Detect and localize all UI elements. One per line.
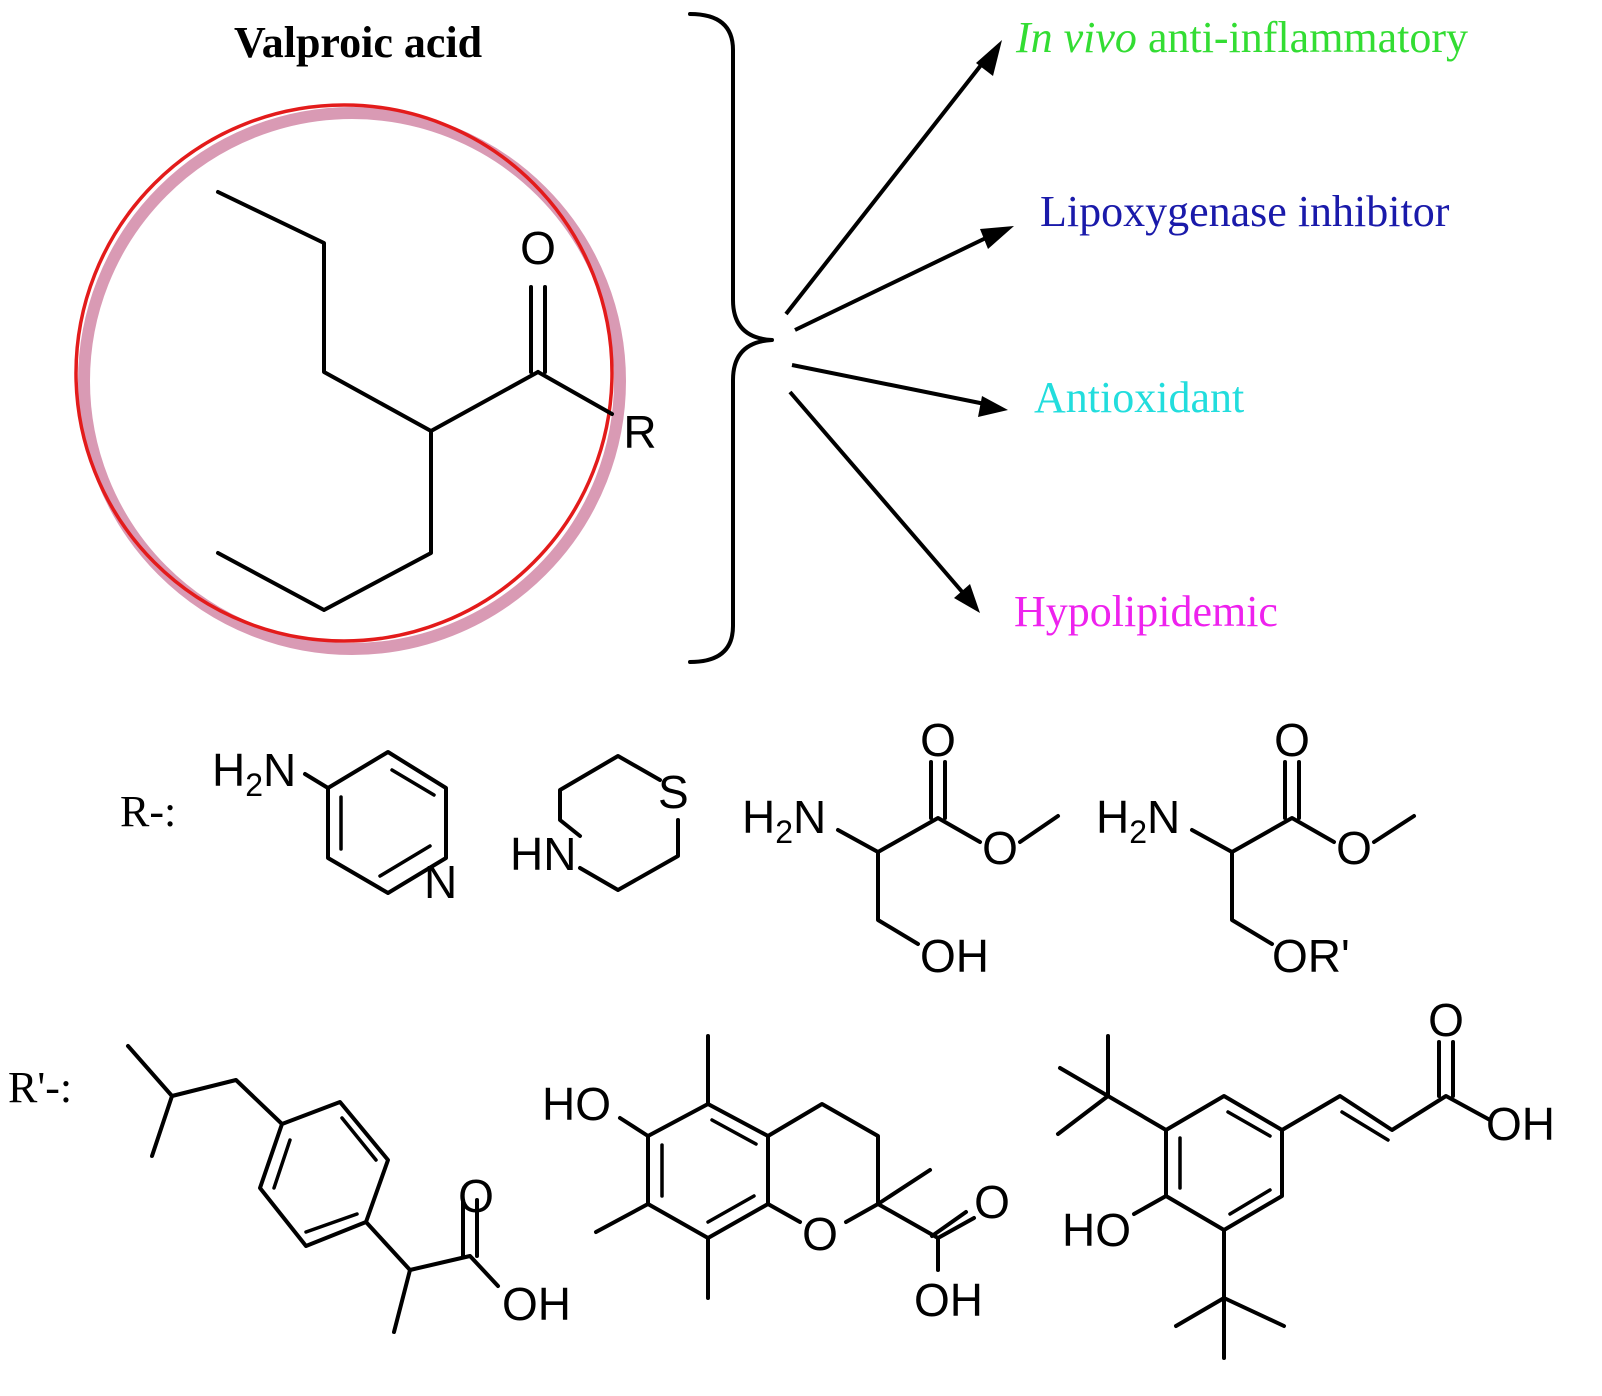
nitrogen-letter: N [263,744,296,796]
core-oxygen-label: O [520,222,556,274]
arrowhead-antioxidant [978,396,1008,417]
serine-h2n-label: H2N [742,791,826,850]
subscript-digit: 2 [245,767,263,803]
ibuprofen-oh-label: OH [502,1278,571,1330]
aminopyridine-amine-text: H [212,744,245,796]
arrowhead-anti-inflammatory [976,40,1002,76]
serine-ester-structure [836,760,1060,946]
serine2-carbonyl-o-label: O [1274,714,1310,766]
aminopyridine-h2n-label: H2N [212,744,296,803]
label-anti-inflammatory: In vivo anti-inflammatory [1015,13,1468,62]
thiomorpholine-s-label: S [658,766,689,818]
r-prime-groups-label: R'-: [8,1063,72,1112]
ibuprofen-carbonyl-o-label: O [458,1170,494,1222]
serine-oh-label: OH [920,930,989,982]
r-groups-label: R-: [120,787,176,836]
anti-inflammatory-text: anti-inflammatory [1137,13,1468,62]
serine-carbonyl-o-label: O [920,714,956,766]
subscript-digit: 2 [1129,814,1147,850]
thiomorpholine-structure [558,754,680,892]
cinnamic-ho-label: HO [1062,1204,1131,1256]
aminopyridine-n-label: N [424,856,457,908]
trolox-ring-o-label: O [802,1208,838,1260]
cinnamic-carbonyl-o-label: O [1428,994,1464,1046]
core-r-label: R [623,406,656,458]
subscript-digit: 2 [775,814,793,850]
trolox-structure [594,1034,976,1300]
activity-arrows [784,40,1014,613]
trolox-ho-label: HO [542,1078,611,1130]
valproic-skeleton [216,190,614,612]
cinnamic-acid-structure [1056,1034,1492,1360]
label-antioxidant: Antioxidant [1034,373,1244,422]
serine2-ester-o-label: O [1336,822,1372,874]
serine2-or-prime-label: OR' [1272,930,1350,982]
trolox-carbonyl-o-label: O [974,1176,1010,1228]
serine-ester-o-label: O [982,822,1018,874]
arrowhead-hypolipidemic [954,584,980,613]
curly-brace [688,12,774,664]
label-lipoxygenase-inhibitor: Lipoxygenase inhibitor [1040,187,1450,236]
cinnamic-oh-label: OH [1486,1098,1555,1150]
nitrogen-letter: N [793,791,826,843]
nitrogen-letter: N [1147,791,1180,843]
arrowhead-lipoxygenase [980,226,1014,249]
serine-ester-substituted-structure [1190,760,1416,946]
in-vivo-italic: In vivo [1015,13,1137,62]
title-valproic-acid: Valproic acid [234,18,482,67]
aminopyridine-structure [303,750,448,895]
label-hypolipidemic: Hypolipidemic [1014,587,1278,636]
ibuprofen-structure [126,1044,500,1334]
thiomorpholine-hn-label: HN [510,828,576,880]
serine2-amine-text: H [1096,791,1129,843]
highlight-circle [74,103,626,655]
trolox-oh-label: OH [914,1274,983,1326]
serine2-h2n-label: H2N [1096,791,1180,850]
serine-amine-text: H [742,791,775,843]
